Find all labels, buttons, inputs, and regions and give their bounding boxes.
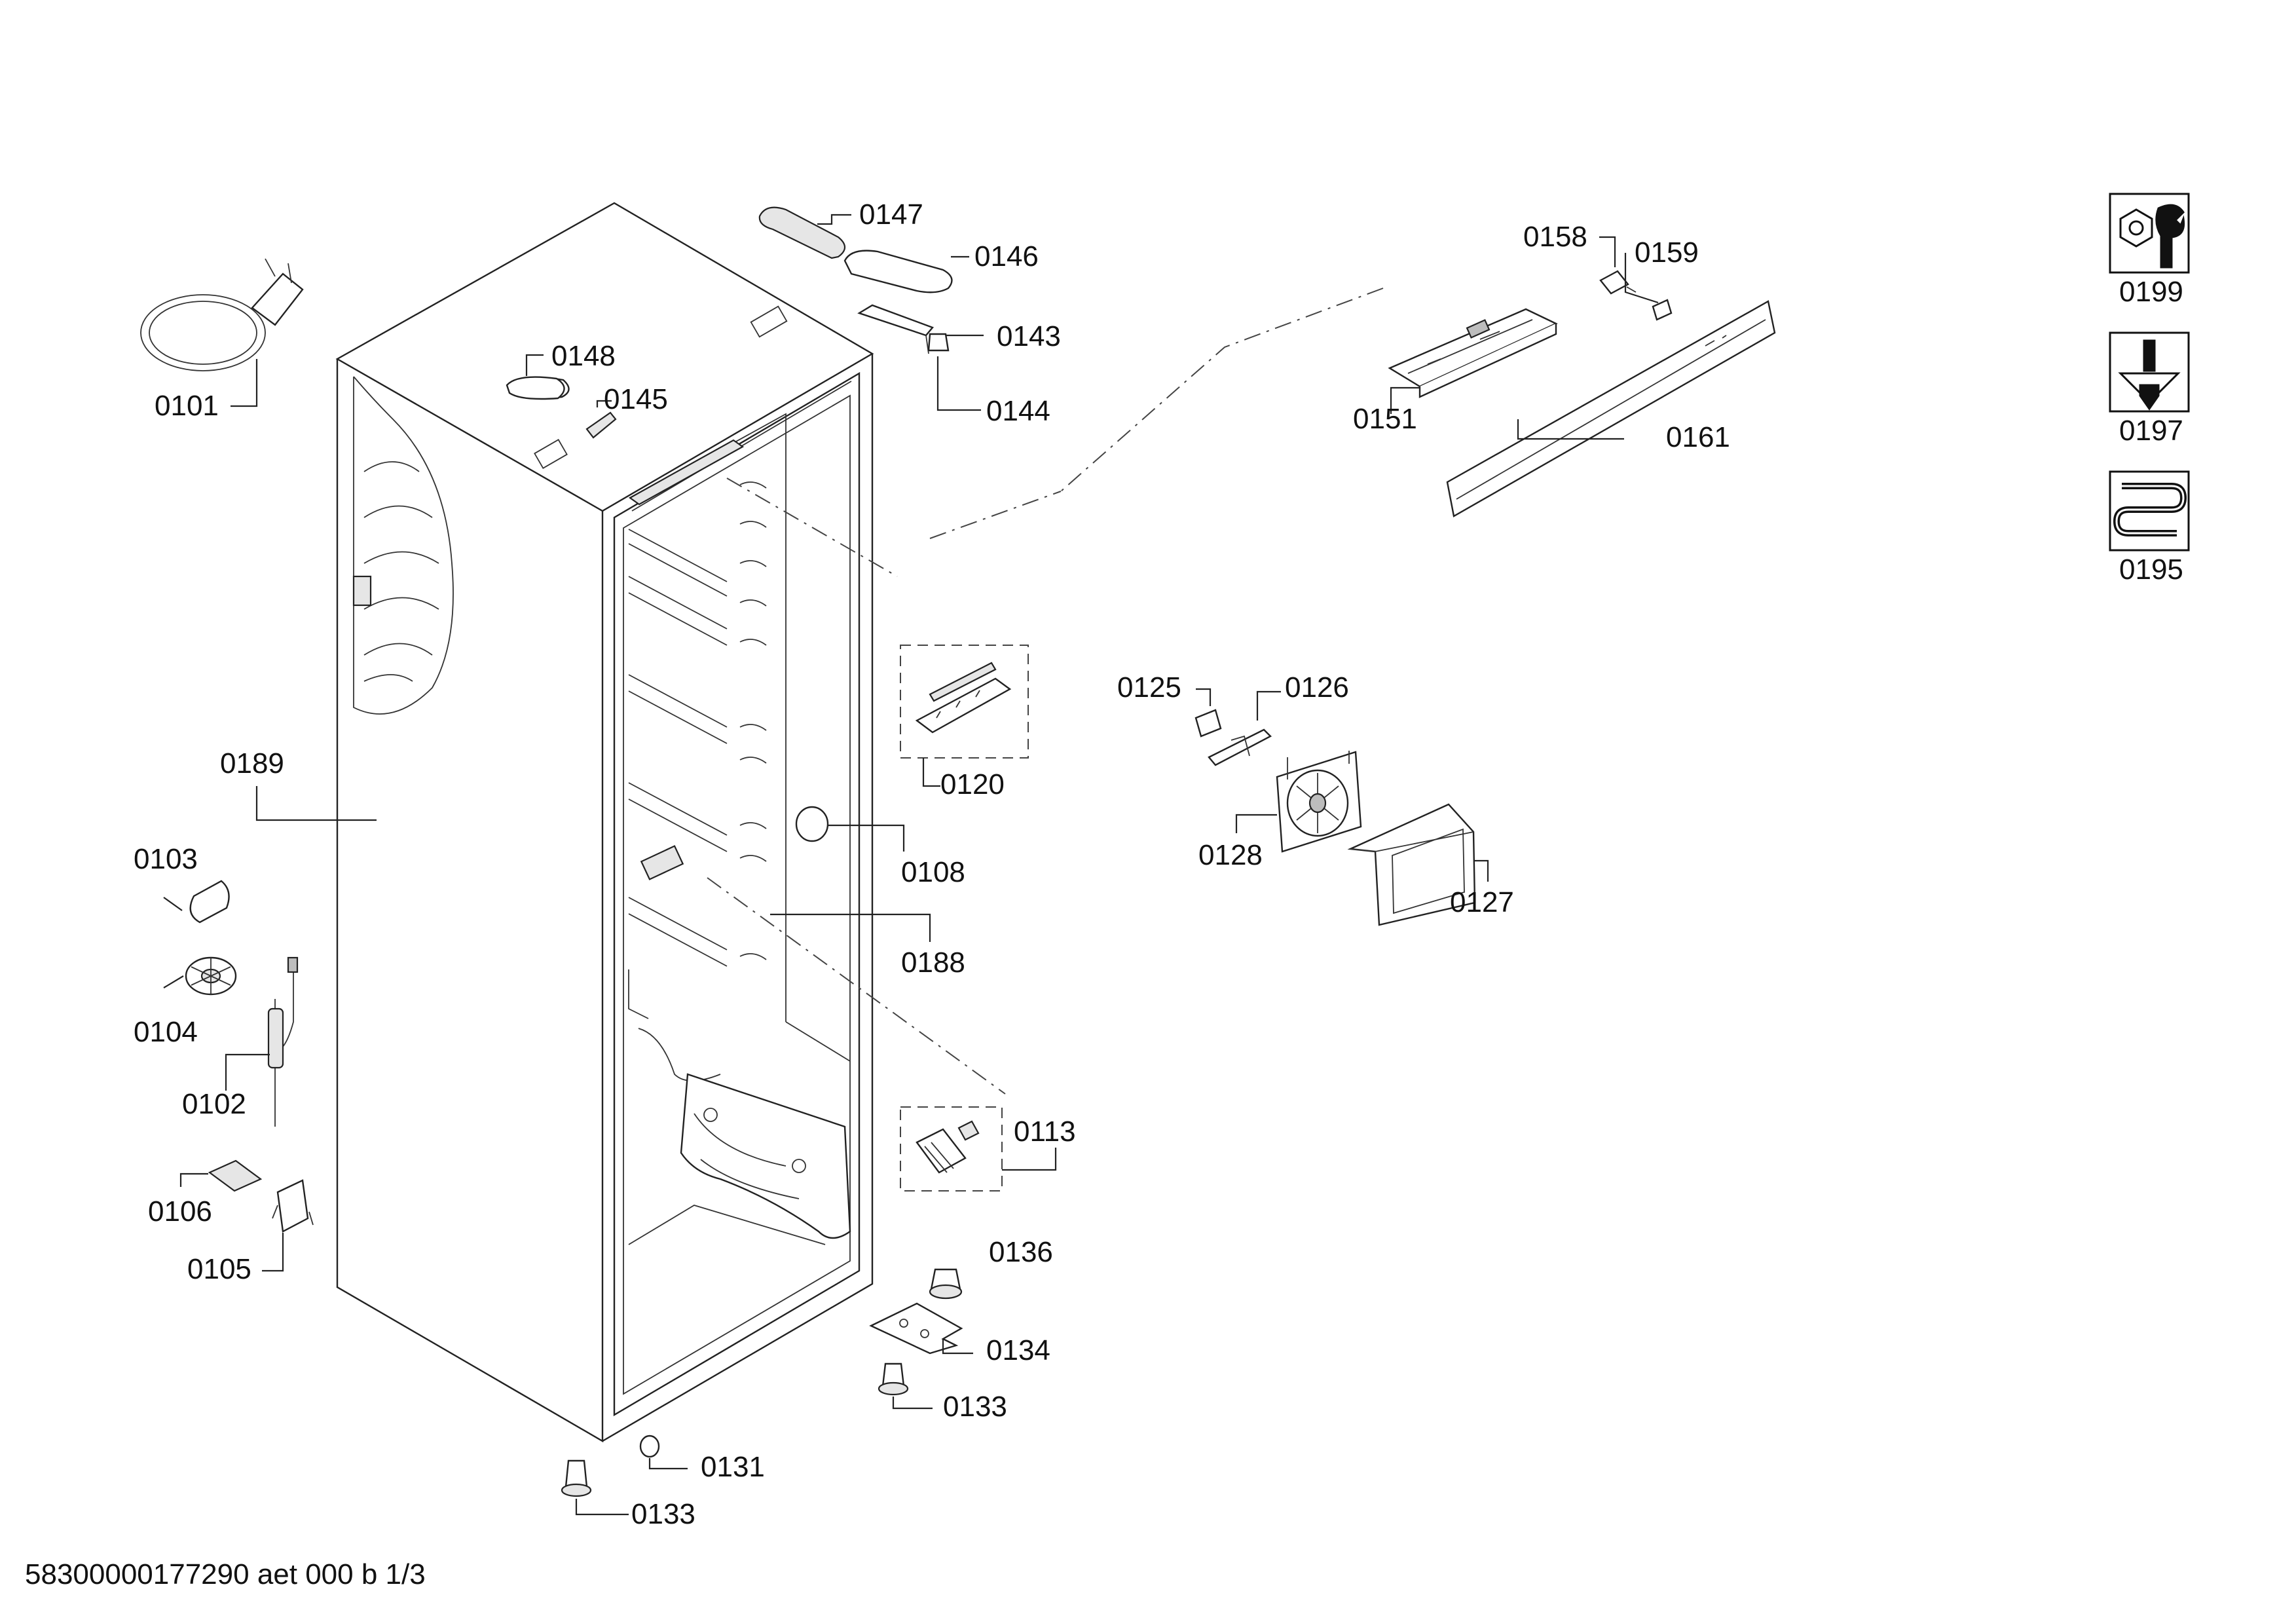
part-0143-hinge-top [857,304,984,354]
callout-labels: 0101 0103 0104 0102 0106 0105 0189 0133 … [134,198,1730,1530]
callout-0146: 0146 [974,240,1039,272]
callout-0188: 0188 [901,947,965,979]
callout-0161: 0161 [1666,421,1730,453]
callout-0145: 0145 [604,383,668,415]
part-0101-power-cord [140,258,304,407]
callout-0127: 0127 [1450,886,1514,918]
legend-heater: 0195 [2109,470,2190,586]
part-0103-capacitor [163,880,230,924]
part-0133-leveling-foot-right [878,1362,933,1410]
callout-0104: 0104 [134,1016,198,1048]
fridge-cabinet-drawing [335,202,1006,1443]
callout-0134: 0134 [986,1334,1050,1366]
callout-0159: 0159 [1635,236,1699,269]
callout-0126: 0126 [1285,671,1349,704]
legend-screws: 0197 [2109,331,2190,447]
callout-0143: 0143 [997,320,1061,352]
legend-heater-label: 0195 [2119,554,2183,586]
part-0148-handle-recess [506,354,565,400]
wrench-nut-icon [2119,204,2185,269]
part-0127-fan-cover [1347,803,1489,926]
callout-0136: 0136 [989,1236,1053,1268]
leader-0189 [255,786,377,821]
part-0145-pin [585,400,617,439]
part-0151-control-board [1388,308,1558,414]
part-0146-handle [843,250,969,293]
callout-0133-bottom: 0133 [631,1498,695,1530]
callout-0144: 0144 [986,395,1050,427]
explode-line-control-board [929,288,1384,539]
callout-0106: 0106 [148,1195,212,1228]
leader-0188 [770,913,931,942]
part-0120-lamp-holder-group [900,645,1029,787]
part-0147-handle-cover [758,206,851,259]
callout-0105: 0105 [187,1253,251,1285]
callout-0133-right: 0133 [943,1391,1007,1423]
part-0126-fan-bracket [1208,690,1281,766]
part-0144-bushing [927,333,981,411]
callout-0148: 0148 [551,340,616,372]
part-0102-sensor [225,956,299,1127]
callout-0147: 0147 [859,198,923,231]
callout-0128: 0128 [1198,839,1263,871]
callout-0120: 0120 [940,768,1005,800]
heating-coil-icon [2113,483,2187,536]
part-0134-hinge-plate [869,1302,973,1355]
callout-0131: 0131 [701,1451,765,1483]
part-0133-leveling-foot-left [561,1459,629,1516]
callout-0108: 0108 [901,856,965,888]
callout-0113: 0113 [1014,1116,1076,1148]
part-0113-switch-group [900,1106,1057,1192]
part-0125-damper [1194,688,1222,738]
screw-icon [2118,339,2181,411]
part-0104-fan-wheel [163,956,237,996]
callout-0151: 0151 [1353,403,1417,435]
callout-0102: 0102 [182,1088,246,1120]
document-code: 58300000177290 aet 000 b 1/3 [25,1558,426,1590]
part-0131-cap [639,1435,688,1470]
part-0105-bracket [262,1179,314,1272]
part-0106-clip [179,1159,263,1192]
callout-0125: 0125 [1117,671,1181,704]
legend-screws-label: 0197 [2119,415,2183,447]
part-0159-button [1624,253,1673,321]
callout-0101: 0101 [155,390,219,422]
callout-0103: 0103 [134,843,198,875]
legend-tools: 0199 [2109,193,2190,308]
leader-0108 [828,824,905,852]
part-0128-fan-motor [1235,751,1362,853]
callout-0189: 0189 [220,747,284,779]
legend-tools-label: 0199 [2119,276,2183,308]
part-0136-roller [929,1268,963,1300]
part-0161-control-panel-strip [1446,300,1776,517]
part-0158-connector [1599,236,1637,295]
callout-0158: 0158 [1523,221,1587,253]
